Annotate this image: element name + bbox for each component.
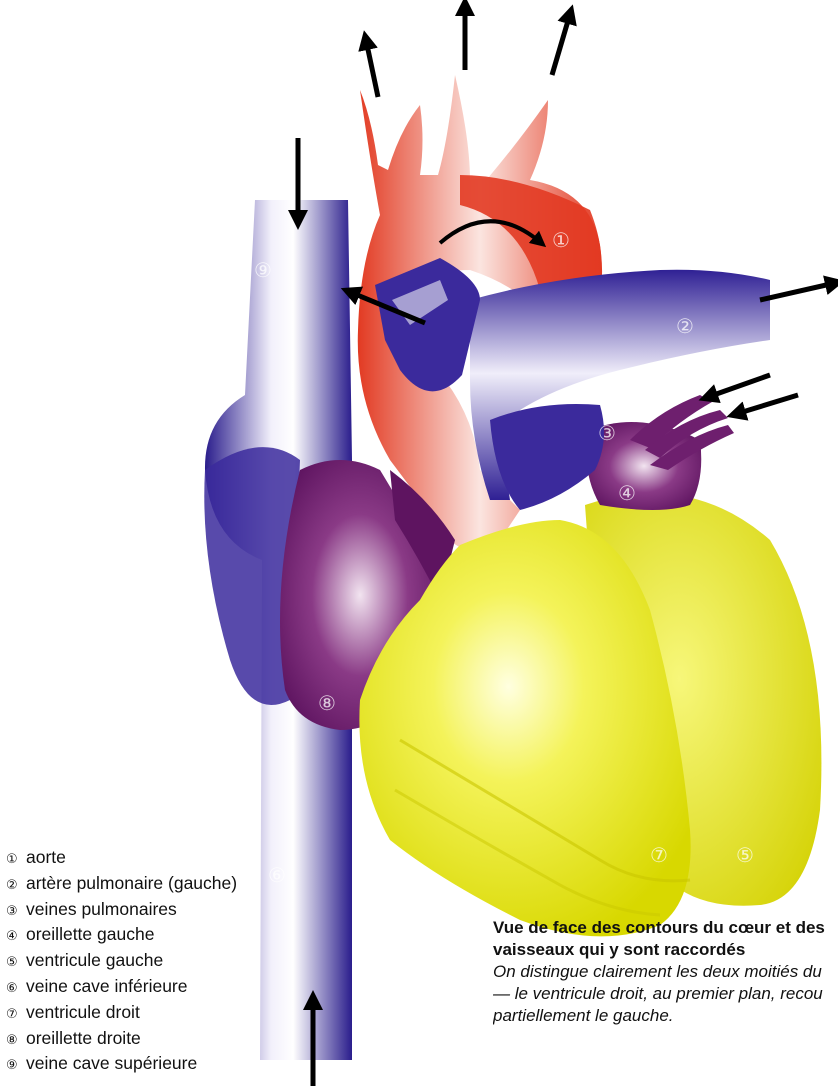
oreillette-gauche-shape: [587, 395, 734, 510]
marker-oreillette-droite: ⑧: [318, 691, 336, 715]
legend-label: oreillette gauche: [26, 924, 154, 944]
legend-label: veine cave supérieure: [26, 1053, 197, 1073]
marker-veines-pulmonaires: ③: [598, 421, 616, 445]
legend-symbol: ⑨: [6, 1054, 26, 1078]
legend-symbol: ⑦: [6, 1003, 26, 1027]
legend-label: ventricule gauche: [26, 950, 163, 970]
legend-label: artère pulmonaire (gauche): [26, 873, 237, 893]
arrow-pulmonary-vein-2: [736, 395, 798, 414]
legend-label: ventricule droit: [26, 1002, 140, 1022]
marker-veine-cave-inferieure: ⑥: [268, 863, 286, 887]
legend-symbol: ⑧: [6, 1029, 26, 1053]
legend-label: aorte: [26, 847, 66, 867]
marker-artere-pulmonaire: ②: [676, 314, 694, 338]
marker-oreillette-gauche: ④: [618, 481, 636, 505]
marker-ventricule-gauche: ⑤: [736, 843, 754, 867]
caption-title-line-2: vaisseaux qui y sont raccordés: [493, 939, 838, 961]
arrow-aorta-right: [552, 14, 570, 75]
caption-text-line-3: partiellement le gauche.: [493, 1005, 838, 1027]
legend-label: oreillette droite: [26, 1028, 141, 1048]
legend-label: veines pulmonaires: [26, 899, 177, 919]
legend-symbol: ⑤: [6, 951, 26, 975]
arrow-pulmonary-artery: [760, 283, 835, 300]
marker-veine-cave-superieure: ⑨: [254, 258, 272, 282]
marker-aorte: ①: [552, 228, 570, 252]
legend-symbol: ②: [6, 874, 26, 898]
legend-symbol: ③: [6, 900, 26, 924]
marker-ventricule-droit: ⑦: [650, 843, 668, 867]
arrow-pulmonary-vein-1: [708, 375, 770, 397]
figure-caption: Vue de face des contours du cœur et des …: [493, 917, 838, 1027]
arrow-aorta-left: [366, 40, 378, 97]
caption-text-line-1: On distingue clairement les deux moitiés…: [493, 961, 838, 983]
caption-title-line-1: Vue de face des contours du cœur et des: [493, 917, 838, 939]
caption-text-line-2: — le ventricule droit, au premier plan, …: [493, 983, 838, 1005]
legend-symbol: ④: [6, 925, 26, 949]
legend-symbol: ⑥: [6, 977, 26, 1001]
legend-symbol: ①: [6, 848, 26, 872]
legend-label: veine cave inférieure: [26, 976, 187, 996]
